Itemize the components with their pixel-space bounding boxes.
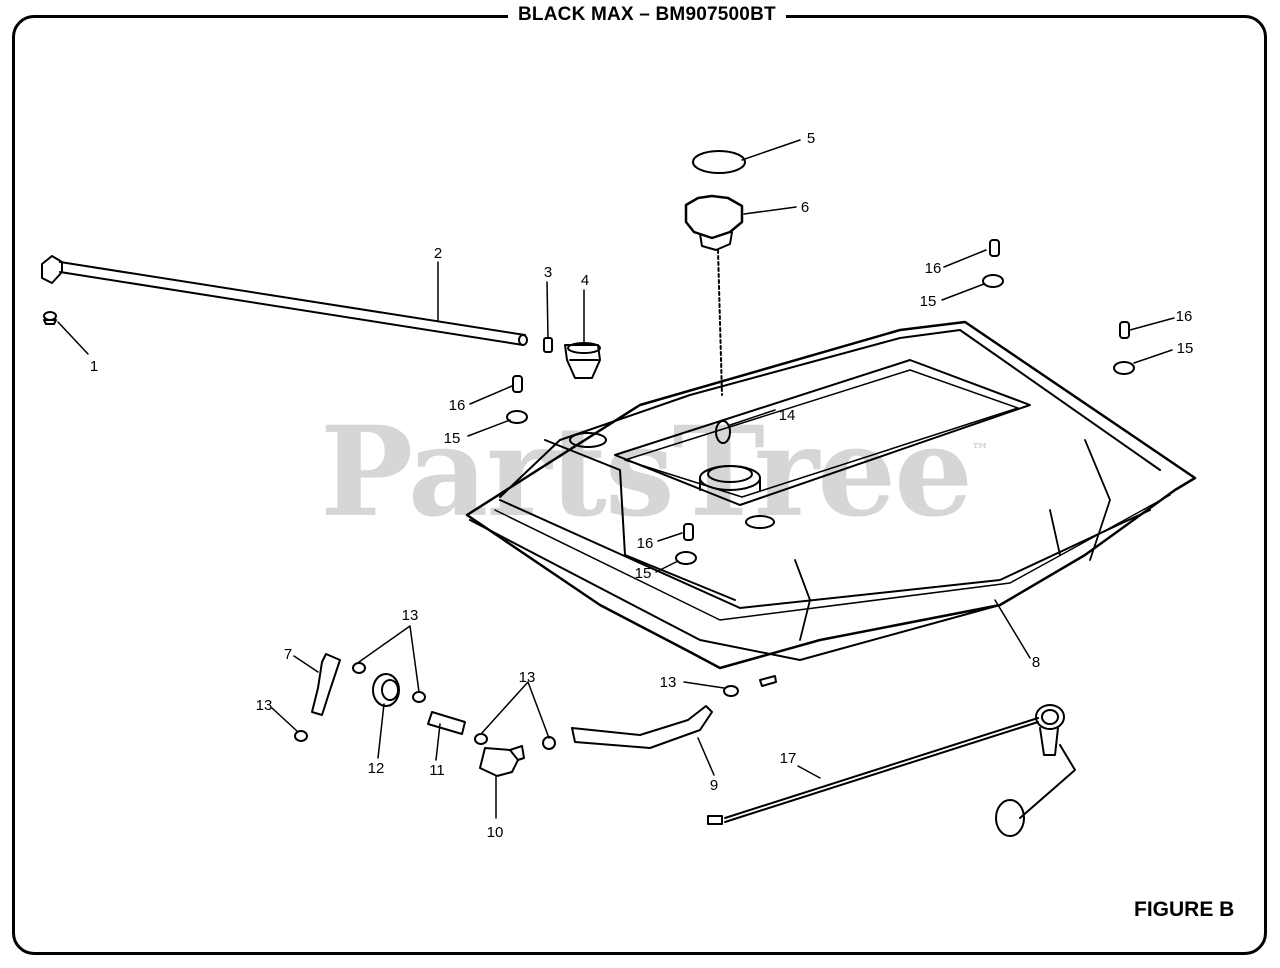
clip-1 bbox=[43, 311, 57, 325]
callout-13-c: 13 bbox=[519, 669, 536, 686]
callout-15-c: 15 bbox=[1177, 340, 1194, 357]
o-ring bbox=[715, 420, 731, 444]
callout-3: 3 bbox=[544, 264, 552, 281]
figure-label: FIGURE B bbox=[1134, 898, 1235, 921]
callout-12: 12 bbox=[368, 760, 385, 777]
callout-15-a: 15 bbox=[444, 430, 461, 447]
fuel-tank bbox=[465, 320, 1197, 670]
fuel-gauge bbox=[707, 704, 1076, 837]
callout-15-b: 15 bbox=[920, 293, 937, 310]
callout-1: 1 bbox=[90, 358, 98, 375]
callout-2: 2 bbox=[434, 245, 442, 262]
hose-9 bbox=[571, 705, 713, 749]
hose-11 bbox=[427, 711, 466, 735]
hose-7 bbox=[311, 653, 341, 716]
hose-clamps bbox=[294, 662, 777, 750]
callout-16-c: 16 bbox=[1176, 308, 1193, 325]
elbow-valve bbox=[479, 745, 525, 777]
diagram-title: BLACK MAX – BM907500BT bbox=[508, 4, 786, 26]
watermark-trademark: ™ bbox=[971, 440, 989, 461]
callout-4: 4 bbox=[581, 272, 589, 289]
watermark: PartsTree™ bbox=[320, 400, 989, 545]
gasket-disc bbox=[692, 150, 746, 174]
callout-14: 14 bbox=[779, 407, 796, 424]
callout-8: 8 bbox=[1032, 654, 1040, 671]
callout-15-d: 15 bbox=[635, 565, 652, 582]
callout-5: 5 bbox=[807, 130, 815, 147]
watermark-text: PartsTree bbox=[320, 400, 973, 545]
callout-13-d: 13 bbox=[660, 674, 677, 691]
grommet-pins bbox=[506, 239, 1135, 565]
fuel-valve bbox=[564, 342, 601, 379]
callout-7: 7 bbox=[284, 646, 292, 663]
callout-16-a: 16 bbox=[449, 397, 466, 414]
callout-16-d: 16 bbox=[637, 535, 654, 552]
callout-11: 11 bbox=[429, 762, 445, 779]
callout-13-b: 13 bbox=[256, 697, 273, 714]
leader-lines bbox=[57, 139, 1175, 819]
callouts: 1 2 3 4 5 6 14 16 15 16 15 16 15 16 15 8… bbox=[90, 130, 1194, 841]
callout-9: 9 bbox=[710, 777, 718, 794]
fuel-cap bbox=[684, 194, 744, 396]
fitting-12 bbox=[372, 673, 400, 707]
clip-3 bbox=[543, 337, 553, 353]
callout-17: 17 bbox=[780, 750, 797, 767]
callout-16-b: 16 bbox=[925, 260, 942, 277]
callout-6: 6 bbox=[801, 199, 809, 216]
callout-13-a: 13 bbox=[402, 607, 419, 624]
callout-10: 10 bbox=[487, 824, 504, 841]
vent-tube bbox=[41, 255, 528, 346]
